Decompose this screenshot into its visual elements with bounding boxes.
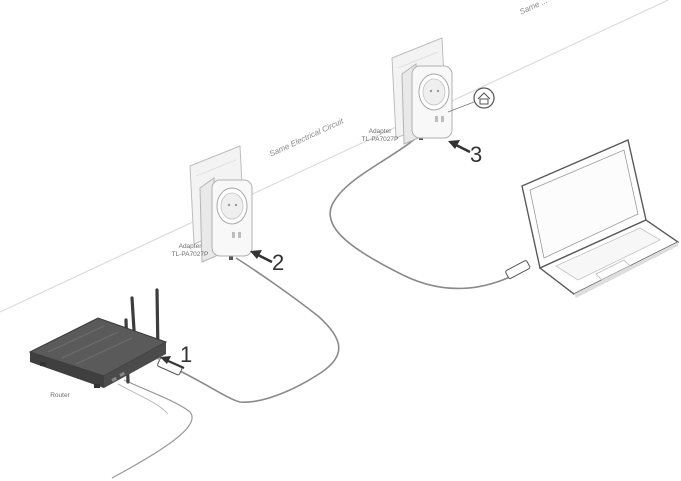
house-icon [477,92,491,105]
cable-plug-laptop [505,260,531,279]
ethernet-cable-adapter3-laptop [329,137,525,290]
powerline-adapter-icon [189,145,253,263]
adapter-label-lower-line2: TL-PA7027P [171,251,209,258]
ethernet-cable-router-adapter2 [177,257,340,403]
wall-line [0,0,670,313]
step-number-2: 2 [272,250,285,275]
powerline-adapter-icon [391,37,453,145]
adapter-label-lower: Adapter TL-PA7027P [160,243,220,259]
adapter-label-upper-line1: Adapter [368,128,392,135]
laptop-icon [521,139,680,298]
adapter-label-upper: Adapter TL-PA7027P [350,128,410,144]
router-icon [28,288,168,388]
step-number-3: 3 [470,142,483,167]
arrow-icon [448,140,471,154]
ethernet-cable-router-out-2 [117,383,169,415]
pair-button-callout [447,87,495,113]
ethernet-cable-router-out [111,379,193,479]
arrow-icon [160,356,185,370]
adapter-label-lower-line1: Adapter [178,243,202,250]
step-number-1: 1 [180,342,193,367]
router-label: Router [50,392,70,399]
arrow-icon [250,250,273,264]
adapter-label-upper-line2: TL-PA7027P [361,136,399,143]
